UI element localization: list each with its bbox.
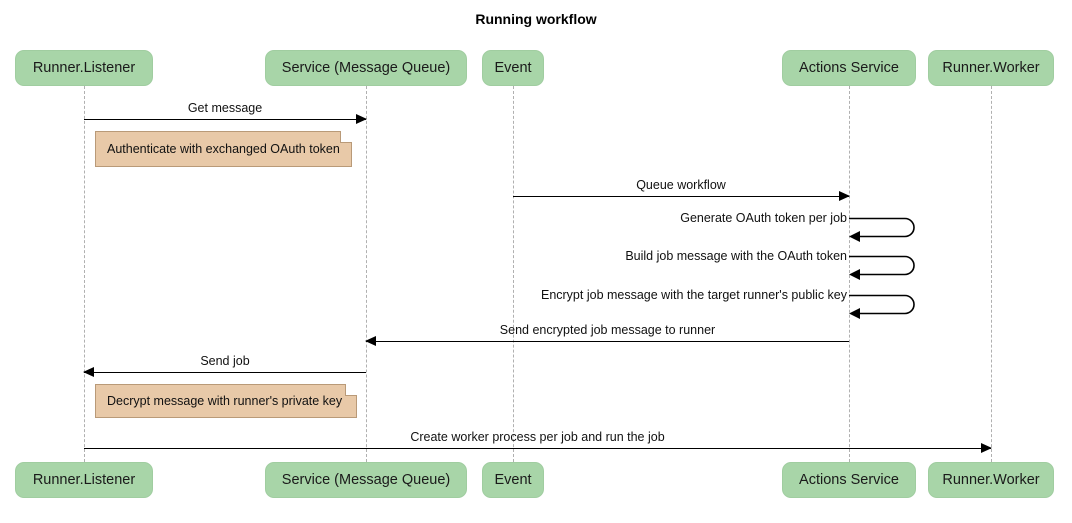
arrowhead-right-icon <box>356 114 367 124</box>
participant-service-queue-top[interactable]: Service (Message Queue) <box>265 50 467 86</box>
note-fold-corner-icon <box>345 384 357 396</box>
participant-runner-listener-top[interactable]: Runner.Listener <box>15 50 153 86</box>
arrowhead-left-icon <box>365 336 376 346</box>
participant-actions-service-bottom[interactable]: Actions Service <box>782 462 916 498</box>
note-authenticate: Authenticate with exchanged OAuth token <box>95 131 352 167</box>
message-label: Create worker process per job and run th… <box>410 430 665 444</box>
message-line <box>84 448 991 449</box>
message-line <box>84 119 366 120</box>
lifeline-event <box>513 86 514 462</box>
lifeline-runner-listener <box>84 86 85 462</box>
message-line <box>366 341 849 342</box>
lifeline-actions-service <box>849 86 850 462</box>
participant-actions-service-top[interactable]: Actions Service <box>782 50 916 86</box>
arrowhead-right-icon <box>981 443 992 453</box>
self-message-generate-oauth-token[interactable]: Generate OAuth token per job <box>680 211 919 242</box>
self-message-label: Build job message with the OAuth token <box>625 249 847 263</box>
participant-runner-worker-bottom[interactable]: Runner.Worker <box>928 462 1054 498</box>
participant-runner-listener-bottom[interactable]: Runner.Listener <box>15 462 153 498</box>
arrowhead-right-icon <box>839 191 850 201</box>
participant-event-top[interactable]: Event <box>482 50 544 86</box>
note-fold-corner-icon <box>340 131 352 143</box>
message-label: Queue workflow <box>636 178 726 192</box>
message-label: Get message <box>187 101 263 115</box>
lifeline-service-queue <box>366 86 367 462</box>
lifeline-runner-worker <box>991 86 992 462</box>
message-label: Send encrypted job message to runner <box>499 323 716 337</box>
message-line <box>84 372 366 373</box>
message-label: Send job <box>200 354 250 368</box>
participant-service-queue-bottom[interactable]: Service (Message Queue) <box>265 462 467 498</box>
page-title: Running workflow <box>475 11 597 27</box>
participant-runner-worker-top[interactable]: Runner.Worker <box>928 50 1054 86</box>
self-message-label: Generate OAuth token per job <box>680 211 847 225</box>
arrowhead-left-icon <box>83 367 94 377</box>
message-line <box>513 196 849 197</box>
note-label: Authenticate with exchanged OAuth token <box>107 142 340 156</box>
participant-event-bottom[interactable]: Event <box>482 462 544 498</box>
self-message-build-job-message[interactable]: Build job message with the OAuth token <box>625 249 919 280</box>
self-message-encrypt-job-message[interactable]: Encrypt job message with the target runn… <box>541 288 919 319</box>
note-label: Decrypt message with runner's private ke… <box>107 394 343 408</box>
self-message-label: Encrypt job message with the target runn… <box>540 288 847 302</box>
note-decrypt: Decrypt message with runner's private ke… <box>95 384 357 418</box>
